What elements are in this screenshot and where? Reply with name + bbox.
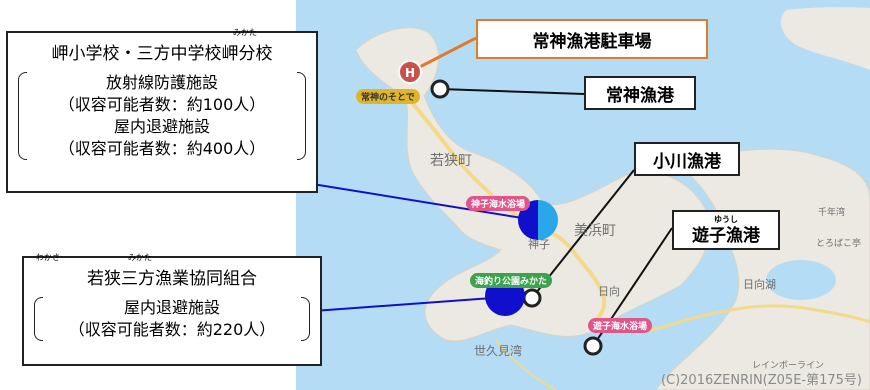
place-label: 千年湾	[818, 208, 846, 218]
map-canvas: H	[296, 0, 870, 390]
place-pill[interactable]: 常神のそとで	[356, 89, 420, 104]
map[interactable]: H 若狭町 美浜町 日向 世久見湾 日向湖 神子 常神のそとで 神子海水浴場 海…	[296, 0, 870, 390]
facility-type: 屋内退避施設	[113, 117, 210, 136]
town-label: 日向	[598, 285, 620, 298]
parking-label[interactable]: 常神漁港駐車場	[476, 19, 708, 59]
callout-title: 若狭三方漁業協同組合	[87, 269, 257, 289]
ruby-mikata: みかた	[128, 253, 152, 262]
town-label: 若狭町	[430, 153, 472, 169]
town-label: 美浜町	[574, 223, 616, 239]
misaki-school-callout: みかた 岬小学校・三方中学校岬分校 放射線防護施設 （収容可能者数：約100人）…	[6, 28, 318, 193]
place-pill[interactable]: 神子海水浴場	[466, 196, 531, 211]
capacity: （収容可能者数：約100人）	[58, 95, 266, 114]
ruby-mikata: みかた	[233, 28, 257, 37]
capacity: （収容可能者数：約400人）	[58, 139, 266, 158]
facility-type: 屋内退避施設	[123, 298, 220, 317]
place-label: とろばこ亭	[816, 239, 862, 249]
callout-title: 岬小学校・三方中学校岬分校	[51, 44, 273, 64]
wakasa-coop-callout: わかさ みかた 若狭三方漁業協同組合 屋内退避施設 （収容可能者数：約220人）	[22, 253, 322, 366]
facility-type: 放射線防護施設	[105, 73, 218, 92]
yushi-port-text: 遊子漁港	[692, 225, 760, 246]
bay-label: 世久見湾	[474, 344, 523, 358]
svg-text:H: H	[405, 66, 415, 80]
ruby-wakasa: わかさ	[36, 253, 60, 262]
helipad-marker	[398, 60, 422, 84]
copyright-text: (C)2016ZENRIN(Z05E-第175号)	[660, 373, 862, 388]
place-pill[interactable]: 遊子海水浴場	[588, 318, 653, 333]
ogawa-port-label[interactable]: 小川漁港	[634, 142, 740, 176]
ruby-yushi: ゆうし	[714, 215, 738, 224]
lake-label: 日向湖	[743, 278, 776, 291]
capacity: （収容可能者数：約220人）	[68, 320, 276, 339]
place-pill[interactable]: 海釣り公園みかた	[470, 273, 553, 288]
callout-details: 放射線防護施設 （収容可能者数：約100人） 屋内退避施設 （収容可能者数：約4…	[18, 72, 306, 160]
yushi-port-label[interactable]: ゆうし 遊子漁港	[672, 210, 780, 250]
place-label: 神子	[528, 238, 550, 251]
tsunegami-port-label[interactable]: 常神漁港	[584, 76, 696, 110]
callout-details: 屋内退避施設 （収容可能者数：約220人）	[34, 297, 310, 341]
road-label: レインボーライン	[752, 361, 825, 371]
